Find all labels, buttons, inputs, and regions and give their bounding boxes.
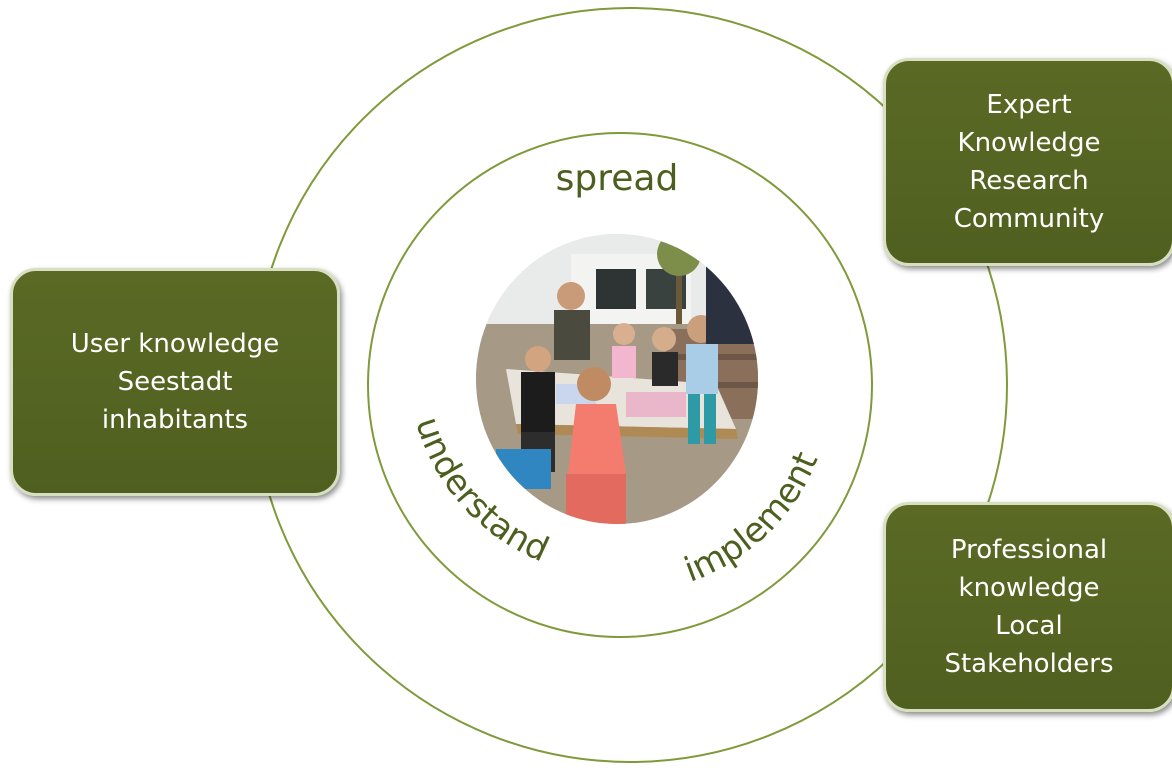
box-line: Seestadt: [117, 367, 233, 397]
box-line: inhabitants: [101, 405, 249, 435]
box-line: Local: [995, 611, 1063, 641]
box-line: User knowledge: [70, 329, 280, 359]
box-line: Research: [969, 166, 1089, 196]
box-line: knowledge: [958, 573, 1100, 603]
box-line: Community: [953, 204, 1105, 234]
box-line: Stakeholders: [944, 649, 1114, 679]
inner-ring: [367, 132, 873, 638]
center-photo: [476, 234, 758, 524]
box-line: Professional: [950, 535, 1108, 565]
cycle-word-top: spread: [556, 158, 679, 199]
professional-knowledge-text: Professional knowledge Local Stakeholder…: [944, 531, 1113, 683]
children-drawing-photo-icon: [476, 234, 758, 524]
user-knowledge-box: User knowledge Seestadt inhabitants: [10, 268, 340, 496]
professional-knowledge-box: Professional knowledge Local Stakeholder…: [883, 502, 1172, 712]
box-line: Expert: [986, 90, 1072, 120]
box-line: Knowledge: [957, 128, 1101, 158]
user-knowledge-text: User knowledge Seestadt inhabitants: [71, 325, 279, 439]
expert-knowledge-box: Expert Knowledge Research Community: [883, 58, 1172, 266]
expert-knowledge-text: Expert Knowledge Research Community: [954, 86, 1104, 238]
